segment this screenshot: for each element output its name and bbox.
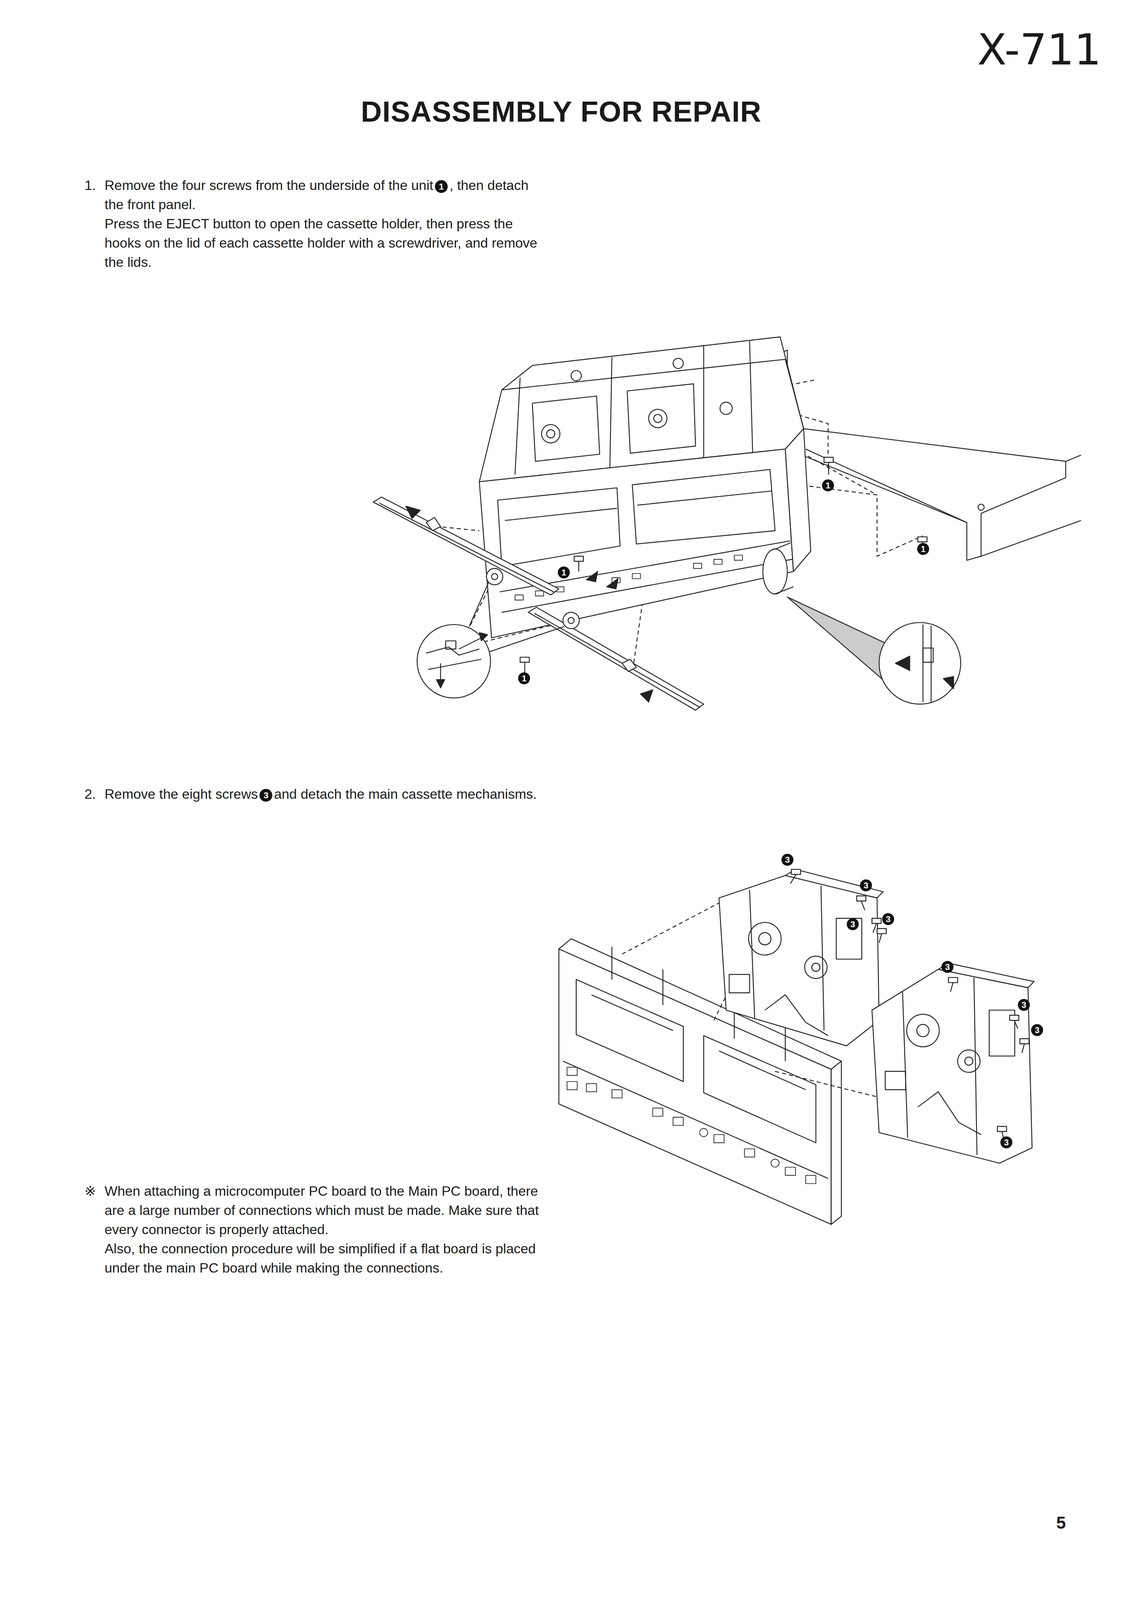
figure-mechanism-removal [558,868,1035,1225]
note-mark: ※ [84,1181,97,1201]
instruction-text: and detach the main cassette mechanisms. [274,786,537,802]
step-number: 1. [84,175,97,196]
callout-number: 3 [259,788,273,802]
callout-number: 1 [518,672,531,685]
instruction-text: Remove the eight screws [104,786,258,802]
callout-number: 3 [882,912,895,925]
instruction-text: Press the EJECT button to open the casse… [104,214,540,272]
instruction-paragraph: Remove the four screws from the undersid… [104,175,540,272]
step-number: 2. [84,784,97,804]
callout-number: 3 [1000,1136,1013,1149]
callout-number: 3 [846,918,859,930]
note-text: When attaching a microcomputer PC board … [104,1181,540,1239]
callout-number: 3 [1017,998,1030,1011]
figure-front-panel-removal [373,336,1082,711]
callout-number: 3 [781,853,794,866]
callout-number: 1 [434,180,448,193]
instruction-paragraph: When attaching a microcomputer PC board … [104,1181,540,1278]
instruction-text: Remove the four screws from the undersid… [104,177,434,193]
callout-number: 1 [557,566,570,579]
instruction-paragraph: Remove the eight screws3and detach the m… [104,784,540,804]
callout-number: 1 [822,479,834,492]
callout-number: 1 [917,542,930,555]
model-number: X-711 [977,24,1102,75]
callout-number: 3 [941,960,954,973]
page-title: DISASSEMBLY FOR REPAIR [0,94,1127,129]
page-number: 5 [1056,1512,1066,1533]
callout-number: 3 [859,879,872,892]
callout-number: 3 [1031,1023,1044,1036]
note-text: Also, the connection procedure will be s… [104,1238,540,1278]
